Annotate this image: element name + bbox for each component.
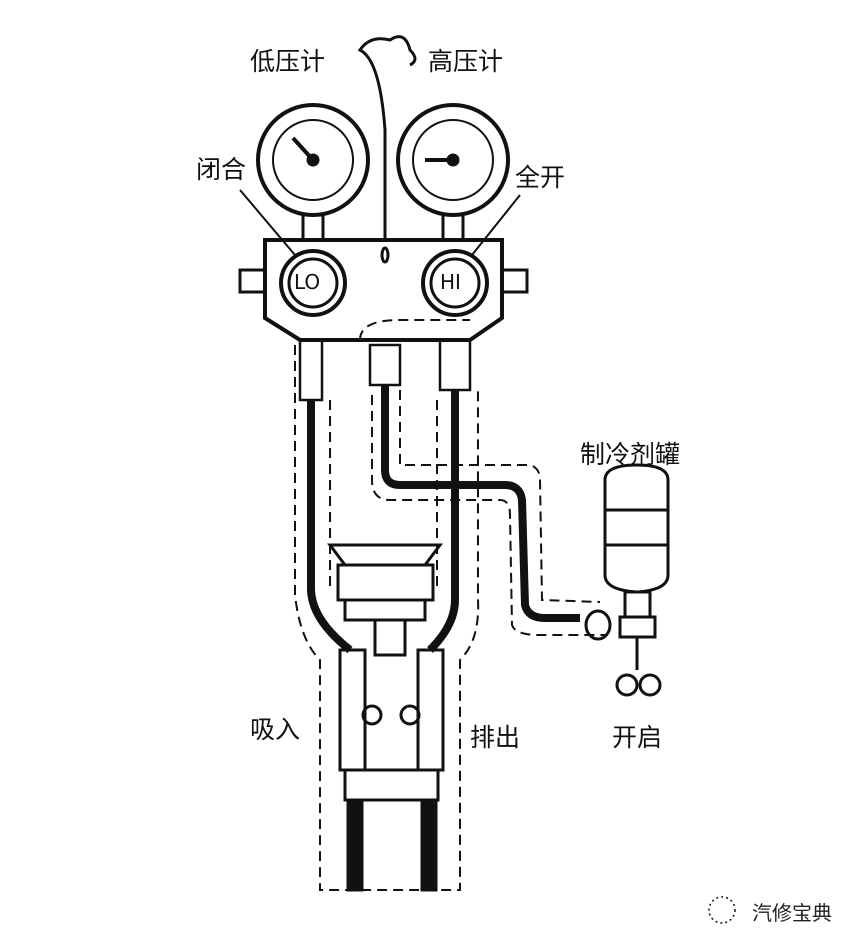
center-tube bbox=[357, 35, 417, 240]
label-discharge: 排出 bbox=[470, 723, 521, 752]
label-high-gauge: 高压计 bbox=[428, 47, 504, 76]
label-suction: 吸入 bbox=[250, 715, 301, 744]
flow-paths bbox=[294, 319, 605, 891]
label-refrigerant-can: 制冷剂罐 bbox=[580, 440, 681, 469]
label-closed: 闭合 bbox=[196, 155, 247, 184]
hi-knob bbox=[500, 268, 529, 294]
refrigerant-can bbox=[584, 463, 670, 697]
hoses bbox=[307, 385, 580, 654]
label-lo: LO bbox=[294, 270, 321, 294]
compressor bbox=[327, 543, 445, 892]
charging-hose bbox=[381, 385, 580, 622]
high-pressure-gauge bbox=[396, 103, 510, 242]
lo-valve bbox=[279, 249, 347, 317]
watermark: 汽修宝典 bbox=[752, 901, 832, 925]
label-fully-open: 全开 bbox=[515, 163, 566, 192]
watermark-icon bbox=[708, 896, 736, 924]
high-side-hose bbox=[427, 390, 459, 653]
label-low-gauge: 低压计 bbox=[250, 47, 326, 76]
hi-valve bbox=[421, 249, 489, 317]
label-hi: HI bbox=[440, 270, 461, 294]
low-side-hose bbox=[307, 400, 353, 654]
lo-knob bbox=[238, 268, 267, 294]
label-open: 开启 bbox=[612, 723, 663, 752]
low-pressure-gauge bbox=[256, 103, 370, 242]
